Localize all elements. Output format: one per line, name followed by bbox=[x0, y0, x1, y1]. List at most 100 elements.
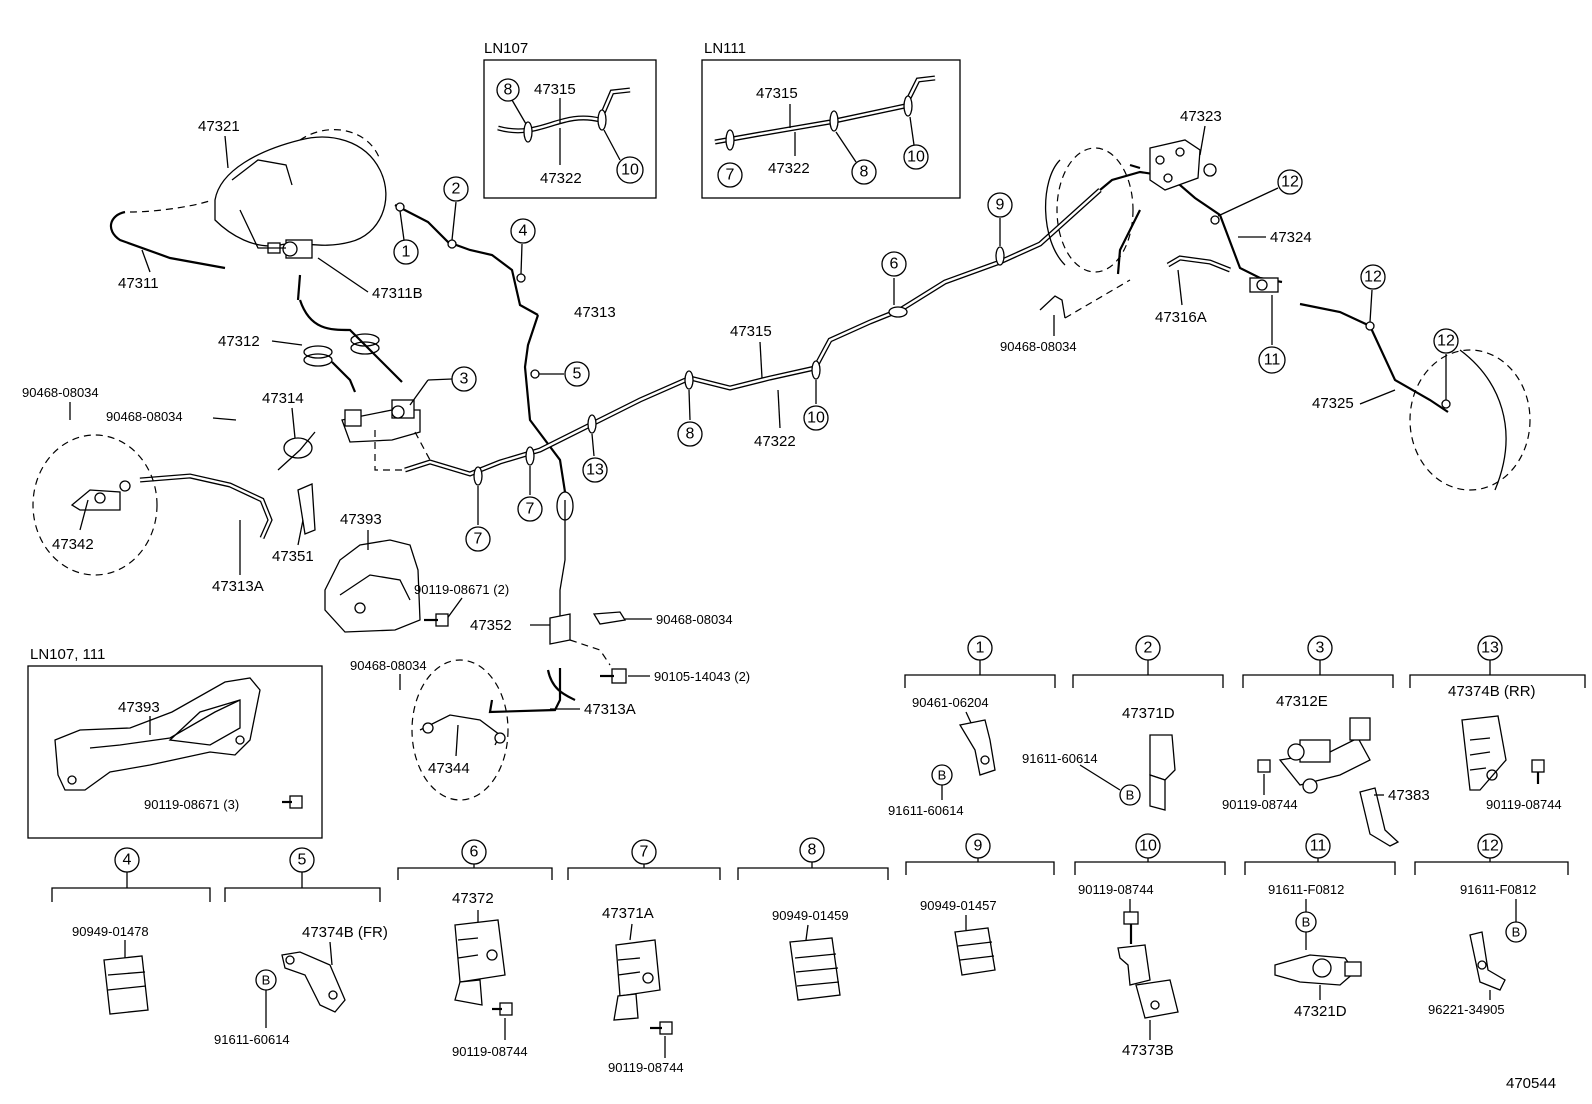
svg-text:7: 7 bbox=[526, 501, 535, 518]
detail-11: 11 91611-F0812 B 47321D bbox=[1244, 833, 1396, 1020]
detail-3: 3 47312E 90119-08744 47383 bbox=[1222, 635, 1430, 847]
svg-text:5: 5 bbox=[298, 852, 307, 869]
svg-text:12: 12 bbox=[1281, 174, 1299, 191]
svg-text:47321D: 47321D bbox=[1294, 1003, 1347, 1020]
svg-text:91611-60614: 91611-60614 bbox=[214, 1032, 290, 1047]
part-47323: 47323 bbox=[1180, 108, 1222, 125]
svg-text:12: 12 bbox=[1364, 269, 1382, 286]
callout-10 bbox=[803, 405, 829, 431]
callout-6 bbox=[881, 251, 907, 277]
svg-text:47373B: 47373B bbox=[1122, 1042, 1174, 1059]
callout-11 bbox=[1258, 346, 1286, 374]
svg-text:6: 6 bbox=[890, 256, 899, 273]
svg-text:7: 7 bbox=[640, 844, 649, 861]
svg-text:10: 10 bbox=[1139, 838, 1157, 855]
union-icon bbox=[1149, 139, 1201, 191]
bolt-icon bbox=[492, 1002, 513, 1016]
svg-text:10: 10 bbox=[621, 162, 639, 179]
lspv-valve-icon bbox=[341, 399, 421, 443]
part-47342: 47342 bbox=[52, 536, 94, 553]
svg-text:2: 2 bbox=[452, 181, 461, 198]
svg-text:96221-34905: 96221-34905 bbox=[1428, 1002, 1505, 1017]
callout-7b bbox=[517, 496, 543, 522]
inset-ln107-callout-10 bbox=[616, 156, 644, 184]
svg-text:47383: 47383 bbox=[1388, 787, 1430, 804]
svg-text:12: 12 bbox=[1437, 333, 1455, 350]
bolt-icon bbox=[1257, 759, 1271, 773]
part-47314: 47314 bbox=[262, 390, 304, 407]
svg-text:11: 11 bbox=[1264, 352, 1281, 369]
svg-text:B: B bbox=[262, 973, 271, 988]
svg-text:13: 13 bbox=[1481, 640, 1499, 657]
svg-text:11: 11 bbox=[1310, 838, 1327, 855]
detail-13: 13 47374B (RR) 90119-08744 bbox=[1409, 635, 1586, 812]
part-90119-08671-2: 90119-08671 (2) bbox=[414, 582, 509, 597]
svg-text:91611-60614: 91611-60614 bbox=[1022, 751, 1098, 766]
svg-text:47372: 47372 bbox=[452, 890, 494, 907]
bolt-icon bbox=[424, 613, 449, 627]
part-47313: 47313 bbox=[574, 304, 616, 321]
part-90468-b: 90468-08034 bbox=[106, 409, 183, 424]
inset-ln107: LN107 8 47315 47322 10 bbox=[483, 40, 657, 199]
detail-8: 8 90949-01459 bbox=[737, 837, 889, 1001]
svg-text:90949-01457: 90949-01457 bbox=[920, 898, 997, 913]
svg-text:1: 1 bbox=[976, 640, 985, 657]
part-47316a: 47316A bbox=[1155, 309, 1207, 326]
callout-1 bbox=[393, 239, 419, 265]
svg-text:8: 8 bbox=[504, 82, 513, 99]
inset-ln111-part-47315: 47315 bbox=[756, 85, 798, 102]
callout-8 bbox=[677, 421, 703, 447]
inset-ln111-title: LN111 bbox=[704, 40, 746, 57]
svg-text:10: 10 bbox=[907, 149, 925, 166]
detail-5: 5 47374B (FR) B 91611-60614 bbox=[214, 847, 388, 1047]
svg-text:12: 12 bbox=[1481, 838, 1499, 855]
part-90468-a: 90468-08034 bbox=[22, 385, 99, 400]
bolt-icon bbox=[1123, 911, 1139, 944]
inset-ln107-part-47315: 47315 bbox=[534, 81, 576, 98]
svg-text:90119-08744: 90119-08744 bbox=[452, 1044, 528, 1059]
part-47344: 47344 bbox=[428, 760, 470, 777]
svg-text:47312E: 47312E bbox=[1276, 693, 1328, 710]
inset-ln107-callout-8 bbox=[496, 78, 520, 102]
svg-text:13: 13 bbox=[586, 462, 604, 479]
svg-text:6: 6 bbox=[470, 844, 479, 861]
svg-text:91611-F0812: 91611-F0812 bbox=[1460, 882, 1536, 897]
callout-7a bbox=[465, 526, 491, 552]
callout-4 bbox=[510, 218, 536, 244]
svg-text:90949-01478: 90949-01478 bbox=[72, 924, 149, 939]
inset-ln111: LN111 47315 47322 7 8 10 bbox=[701, 40, 961, 199]
inset-ln107-111-part-47393: 47393 bbox=[118, 699, 160, 716]
svg-text:47374B (RR): 47374B (RR) bbox=[1448, 683, 1536, 700]
svg-text:90119-08744: 90119-08744 bbox=[1222, 797, 1298, 812]
inset-ln111-callout-8 bbox=[851, 159, 877, 185]
detail-1: 1 90461-06204 B 91611-60614 bbox=[888, 635, 1056, 818]
part-47321: 47321 bbox=[198, 118, 240, 135]
part-47352: 47352 bbox=[470, 617, 512, 634]
svg-text:8: 8 bbox=[808, 842, 817, 859]
part-47313a-left: 47313A bbox=[212, 578, 264, 595]
svg-text:90949-01459: 90949-01459 bbox=[772, 908, 849, 923]
callout-5 bbox=[564, 361, 590, 387]
svg-text:9: 9 bbox=[974, 838, 983, 855]
callout-12a bbox=[1277, 169, 1303, 195]
svg-text:7: 7 bbox=[474, 531, 483, 548]
inset-ln107-111-title: LN107, 111 bbox=[30, 646, 105, 663]
svg-text:90119-08744: 90119-08744 bbox=[608, 1060, 684, 1075]
part-47393: 47393 bbox=[340, 511, 382, 528]
inset-ln107-part-47322: 47322 bbox=[540, 170, 582, 187]
svg-text:8: 8 bbox=[686, 426, 695, 443]
callout-9 bbox=[987, 192, 1013, 218]
svg-text:91611-60614: 91611-60614 bbox=[888, 803, 964, 818]
figure-id: 470544 bbox=[1506, 1075, 1556, 1092]
inset-ln107-111-part-90119: 90119-08671 (3) bbox=[144, 797, 239, 812]
part-47322: 47322 bbox=[754, 433, 796, 450]
inset-ln107-111: LN107, 111 47393 90119-08671 (3) bbox=[27, 646, 323, 839]
brake-lines bbox=[32, 129, 1531, 801]
detail-12: 12 91611-F0812 B 96221-34905 bbox=[1414, 833, 1569, 1017]
part-labels: 47321 47311 47311B 47312 47313 47314 904… bbox=[22, 108, 1396, 777]
callout-2 bbox=[443, 176, 469, 202]
valve-icon bbox=[267, 239, 313, 259]
svg-text:3: 3 bbox=[460, 371, 469, 388]
part-47312: 47312 bbox=[218, 333, 260, 350]
